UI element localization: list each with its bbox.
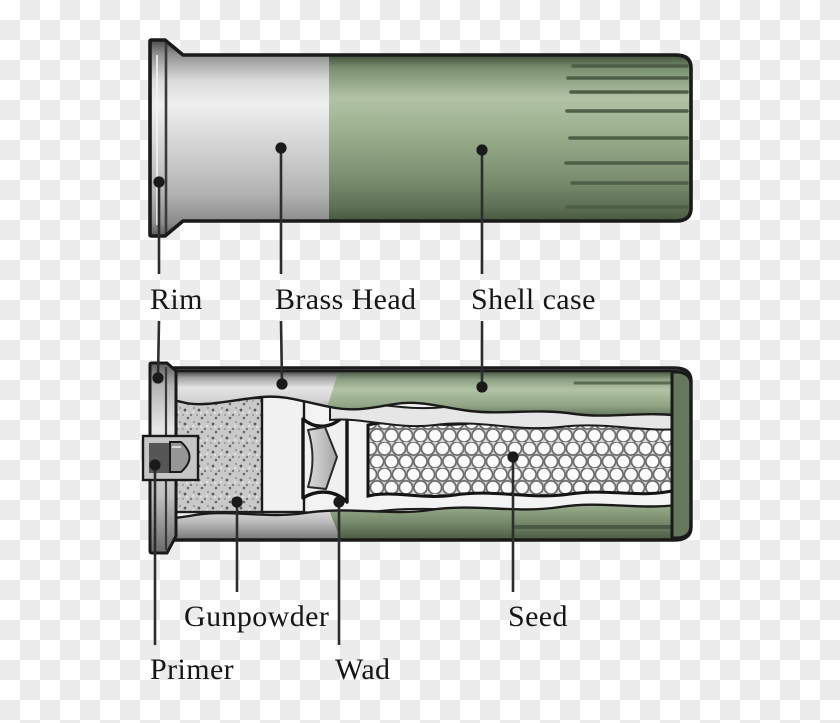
label-wad: Wad bbox=[335, 653, 391, 686]
dot-gunpowder bbox=[231, 496, 243, 508]
shot-cup bbox=[260, 394, 306, 514]
dot-seed bbox=[507, 451, 519, 463]
top-wall-outline bbox=[165, 369, 691, 419]
crimp-ridges bbox=[564, 64, 689, 209]
exterior-outline bbox=[148, 38, 693, 238]
dot-wad bbox=[333, 496, 345, 508]
leader-rim-lower bbox=[156, 320, 161, 378]
head-wall-top-metal bbox=[167, 371, 342, 417]
dot-rim-exterior bbox=[153, 176, 165, 188]
head-wall-bottom-metal bbox=[167, 503, 344, 540]
dot-shellcase-exterior bbox=[476, 144, 488, 156]
label-shell-case: Shell case bbox=[471, 283, 596, 316]
leader-dots bbox=[149, 142, 519, 508]
case-end-wall bbox=[670, 370, 693, 540]
wad-core bbox=[307, 426, 338, 490]
dot-primer bbox=[149, 459, 161, 471]
brass-head-exterior bbox=[150, 40, 329, 236]
dot-shellcase-cutaway bbox=[476, 381, 488, 393]
dot-rim-cutaway bbox=[152, 372, 164, 384]
label-seed: Seed bbox=[508, 600, 568, 633]
label-primer: Primer bbox=[150, 653, 235, 686]
cutaway-outline bbox=[165, 366, 693, 542]
primer-assembly bbox=[141, 434, 200, 482]
label-gunpowder: Gunpowder bbox=[184, 600, 330, 633]
label-brass-head: Brass Head bbox=[275, 283, 417, 316]
leader-lines bbox=[153, 148, 515, 645]
leader-brass-lower bbox=[279, 320, 284, 384]
seed-pellets bbox=[366, 419, 678, 498]
shell-exterior-view bbox=[148, 38, 693, 238]
shell-cutaway-view bbox=[141, 361, 693, 555]
dot-brass-exterior bbox=[275, 142, 287, 154]
label-rim: Rim bbox=[150, 283, 203, 316]
dot-brass-cutaway bbox=[276, 378, 288, 390]
